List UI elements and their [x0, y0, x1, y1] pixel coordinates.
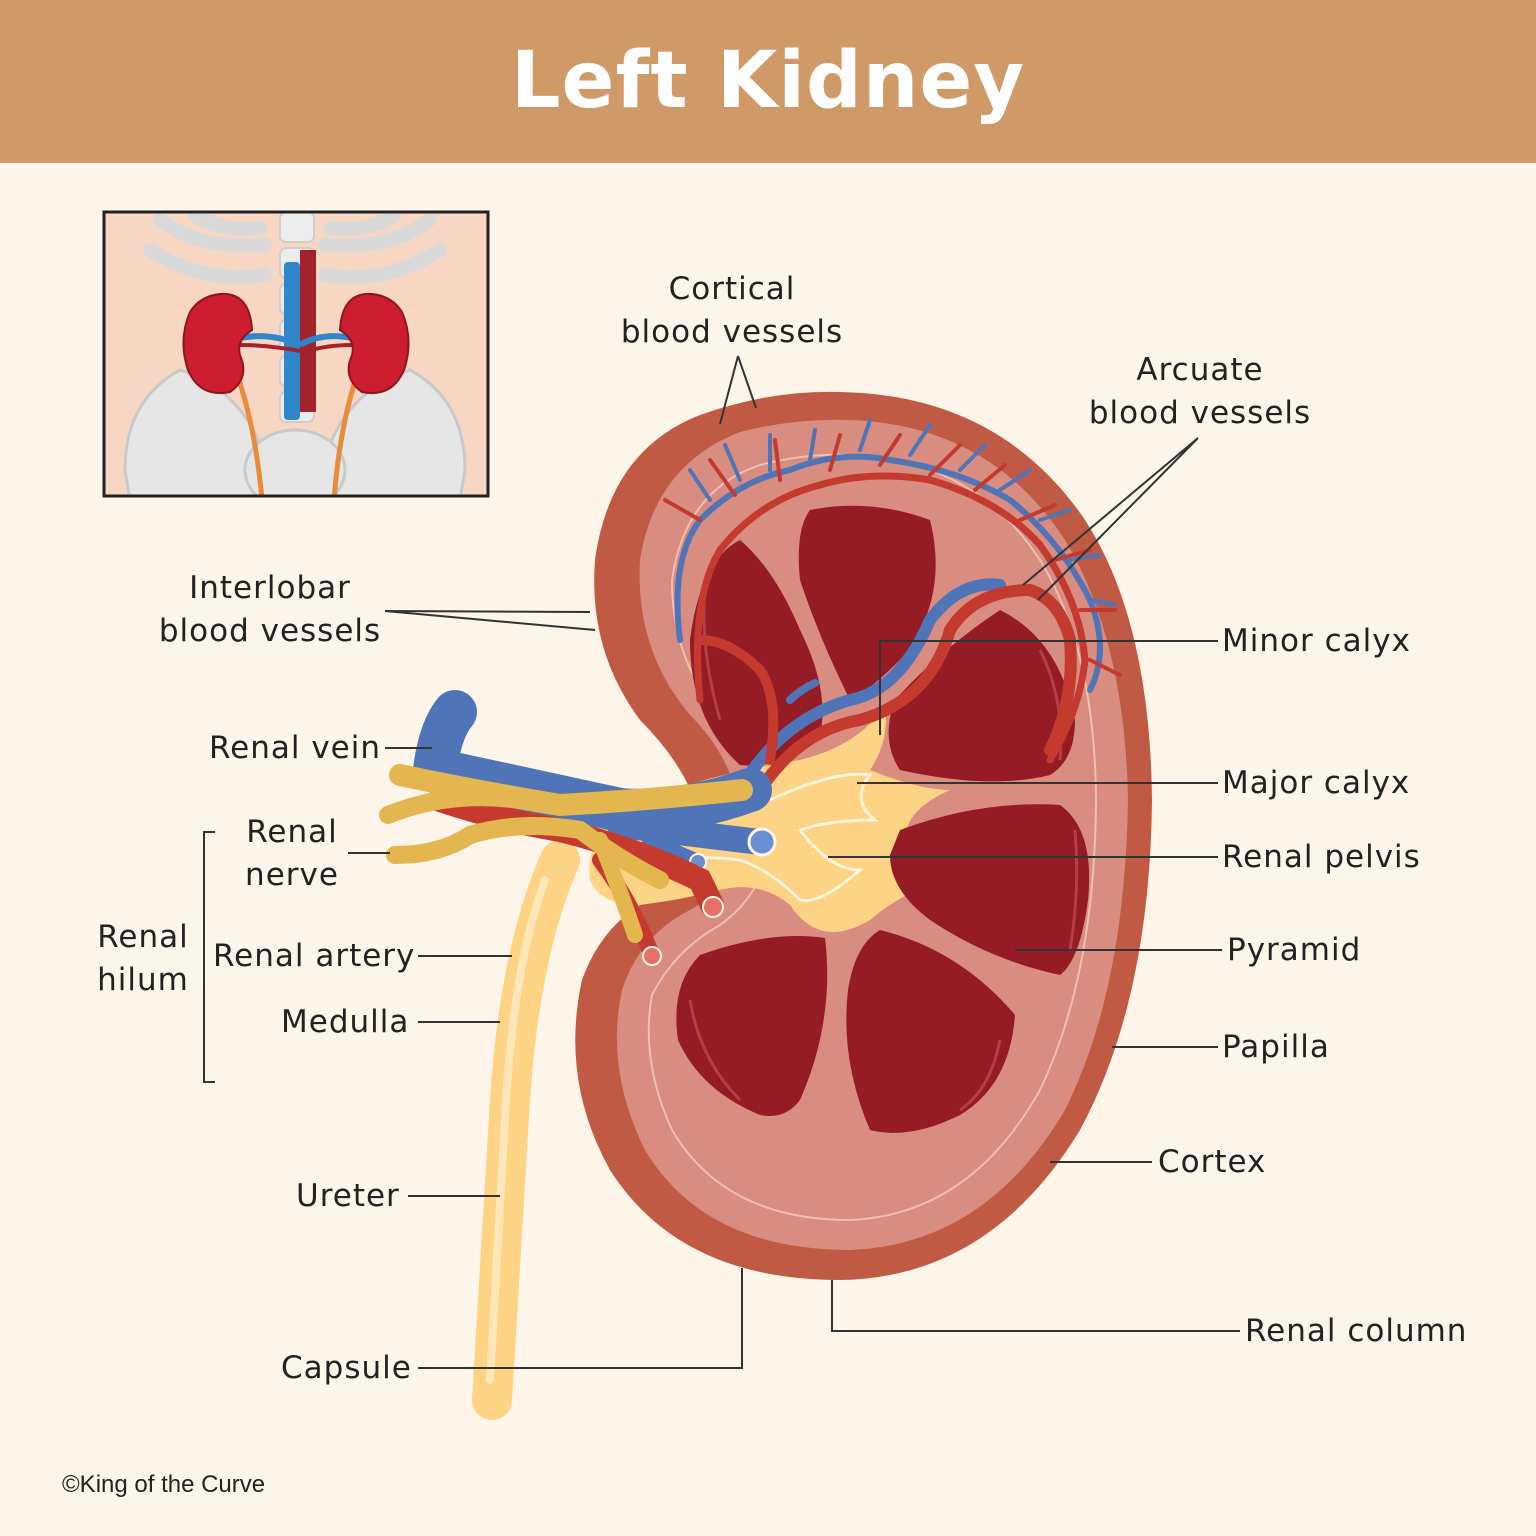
- kidney-cross-section: [379, 391, 1152, 1420]
- label-minor-calyx: Minor calyx: [1222, 623, 1411, 659]
- label-major-calyx: Major calyx: [1222, 765, 1411, 801]
- copyright-credit: ©King of the Curve: [62, 1471, 266, 1498]
- label-papilla: Papilla: [1222, 1029, 1330, 1065]
- pelvis-bone-icon: [123, 368, 467, 496]
- pyramid-shape: [888, 610, 1075, 782]
- label-renal-artery: Renal artery: [213, 938, 416, 974]
- label-renal-column: Renal column: [1245, 1313, 1468, 1349]
- label-line: blood vessels: [620, 314, 844, 350]
- leader-lines: [203, 355, 1240, 1369]
- label-line: Arcuate: [1136, 352, 1264, 388]
- label-renal-vein: Renal vein: [209, 730, 382, 766]
- label-renal-nerve: Renal nerve: [232, 811, 352, 897]
- label-renal-pelvis: Renal pelvis: [1222, 839, 1421, 875]
- label-line: hilum: [97, 962, 189, 998]
- label-line: blood vessels: [1088, 395, 1312, 431]
- pyramid-shape: [846, 930, 1015, 1133]
- label-line: Renal: [97, 919, 189, 955]
- pyramids: [676, 505, 1090, 1133]
- label-line: Cortical: [668, 271, 796, 307]
- interlobar-vessels: [695, 578, 1077, 796]
- pyramid-shape: [798, 505, 936, 700]
- inset-body-view: [102, 210, 490, 498]
- pyramid-shape: [690, 540, 823, 766]
- label-line: Interlobar: [189, 570, 351, 606]
- label-cortical-blood-vessels: Cortical blood vessels: [612, 268, 852, 354]
- label-renal-hilum: Renal hilum: [88, 916, 198, 1002]
- label-pyramid: Pyramid: [1227, 932, 1362, 968]
- title-banner: Left Kidney: [0, 0, 1536, 163]
- label-line: blood vessels: [158, 613, 382, 649]
- pyramid-shape: [676, 936, 828, 1116]
- ureter-shape: [472, 840, 580, 1420]
- ribs-icon: [143, 212, 447, 285]
- label-capsule: Capsule: [281, 1350, 412, 1386]
- label-medulla: Medulla: [281, 1004, 410, 1040]
- label-interlobar-blood-vessels: Interlobar blood vessels: [150, 567, 390, 653]
- page-title: Left Kidney: [510, 36, 1026, 126]
- renal-nerve-shape: [379, 764, 753, 943]
- label-ureter: Ureter: [296, 1178, 400, 1214]
- label-line: Renal: [246, 814, 338, 850]
- label-line: nerve: [245, 857, 339, 893]
- label-cortex: Cortex: [1158, 1144, 1267, 1180]
- label-arcuate-blood-vessels: Arcuate blood vessels: [1080, 349, 1320, 435]
- pyramid-shape: [890, 804, 1090, 975]
- arcuate-vessels: [663, 418, 1122, 764]
